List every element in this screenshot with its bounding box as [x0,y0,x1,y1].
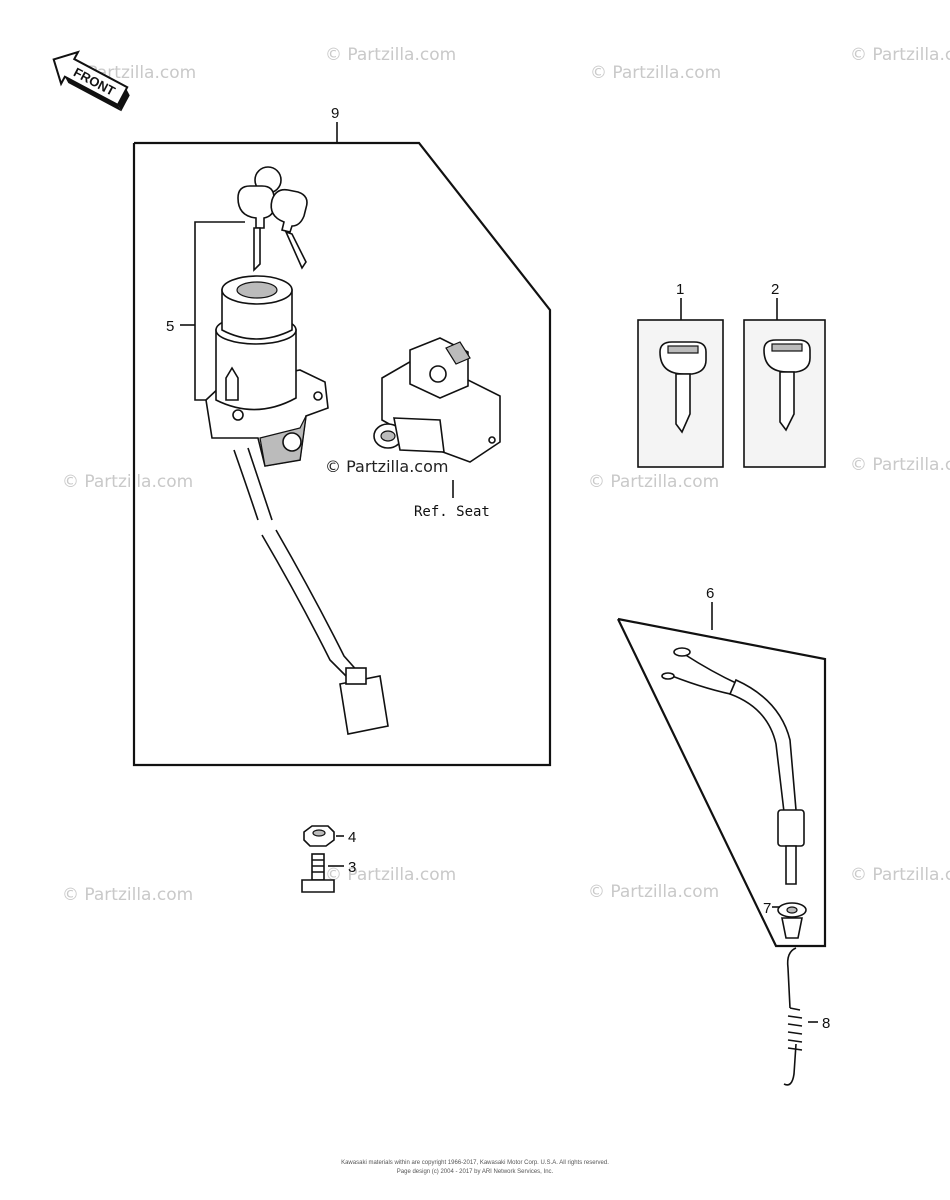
watermark: © Partzilla.com [62,472,193,492]
bracket-5 [194,221,245,401]
watermark-layer: © Partzilla.com © Partzilla.com © Partzi… [62,45,950,905]
ignition-keys-icon [237,166,308,272]
seat-lock-icon [373,337,501,498]
brake-light-switch-icon [661,647,805,885]
key-blank-1-icon [659,341,707,434]
bolt-3-icon [301,853,335,893]
callout-9: 9 [331,105,339,122]
callout-2: 2 [771,281,779,298]
callout-4: 4 [348,829,356,846]
callout-5: 5 [166,318,174,335]
spring-8-icon [783,947,803,1086]
copyright-line-2: Page design (c) 2004 - 2017 by ARI Netwo… [397,1169,554,1175]
assembly-9-outline [132,141,552,767]
watermark: © Partzilla.com [325,45,456,65]
callout-8: 8 [822,1015,830,1032]
callout-7: 7 [763,900,771,917]
watermark: © Partzilla.com [850,865,950,885]
key-blank-2-icon [763,339,811,432]
ref-seat-label: Ref. Seat [414,504,490,520]
wire-harness-icon [233,447,389,735]
watermark-center: © Partzilla.com [325,457,448,476]
watermark: © Partzilla.com [588,472,719,492]
watermark: © Partzilla.com [325,865,456,885]
watermark: © Partzilla.com [850,45,950,65]
watermark: © Partzilla.com [850,455,950,475]
callout-6: 6 [706,585,714,602]
callout-1: 1 [676,281,684,298]
ignition-switch-icon [205,275,329,467]
copyright-line-1: Kawasaki materials within are copyright … [341,1160,609,1166]
watermark: © Partzilla.com [590,63,721,83]
watermark: © Partzilla.com [588,882,719,902]
callout-3: 3 [348,859,356,876]
nut-7-icon [777,902,807,939]
assembly-6-outline [617,617,827,948]
nut-4-icon [303,825,335,847]
watermark: © Partzilla.com [62,885,193,905]
